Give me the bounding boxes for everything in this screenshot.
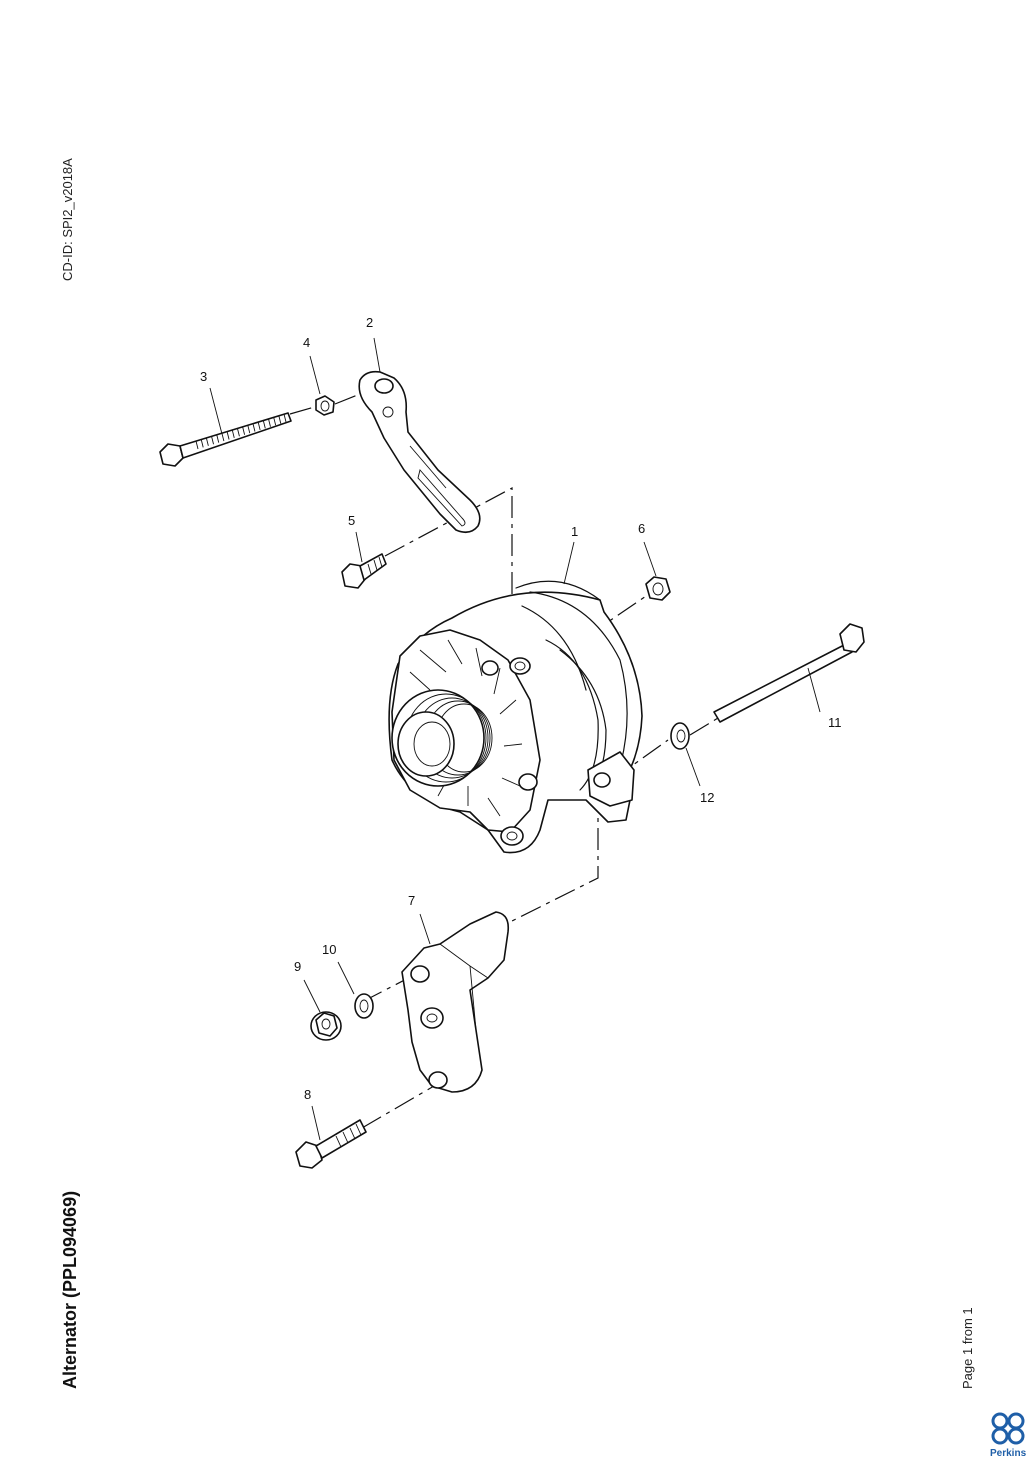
callout-9: 9 — [294, 959, 301, 974]
part-2-bracket — [358, 370, 481, 534]
callout-12: 12 — [700, 790, 714, 805]
thread-line — [211, 436, 214, 445]
part-9-flange-nut — [310, 1011, 342, 1041]
thread-line — [236, 428, 240, 437]
callout-4: 4 — [303, 335, 310, 350]
thread-line — [268, 418, 271, 427]
thread-line — [216, 434, 220, 443]
thread-line — [221, 432, 225, 442]
thread-line — [247, 425, 251, 434]
part-12-washer — [670, 722, 690, 750]
thread-line — [200, 439, 204, 448]
thread-line — [231, 429, 235, 438]
thread-line — [195, 440, 199, 450]
thread-line — [283, 413, 287, 423]
callout-5: 5 — [348, 513, 355, 528]
callout-1: 1 — [571, 524, 578, 539]
thread-line — [273, 417, 277, 426]
callout-6: 6 — [638, 521, 645, 536]
callout-2: 2 — [366, 315, 373, 330]
callout-8: 8 — [304, 1087, 311, 1102]
part-3-long-bolt — [159, 412, 292, 467]
callout-numbers: 1 2 3 4 5 6 7 8 9 10 11 12 — [200, 315, 842, 1102]
part-10-washer — [354, 993, 374, 1019]
part-8-flange-bolt — [295, 1119, 367, 1169]
part-4-nut — [315, 395, 335, 416]
leader-lines — [209, 337, 821, 1141]
part-11-long-bolt — [713, 623, 865, 723]
part-1-alternator — [388, 580, 643, 854]
part-7-mounting-bracket — [401, 911, 510, 1093]
callout-11: 11 — [828, 715, 842, 730]
part-6-nut — [645, 576, 671, 601]
thread-line — [252, 423, 256, 432]
callout-7: 7 — [408, 893, 415, 908]
thread-line — [226, 431, 230, 440]
thread-line — [278, 415, 282, 424]
thread-line — [262, 420, 266, 429]
callout-3: 3 — [200, 369, 207, 384]
thread-line — [205, 437, 209, 446]
callout-10: 10 — [322, 942, 336, 957]
thread-line — [242, 426, 246, 435]
thread-line — [257, 421, 261, 431]
perkins-logo-text: Perkins — [990, 1448, 1027, 1459]
perkins-logo-icon — [991, 1412, 1025, 1445]
part-5-bolt — [341, 553, 387, 589]
